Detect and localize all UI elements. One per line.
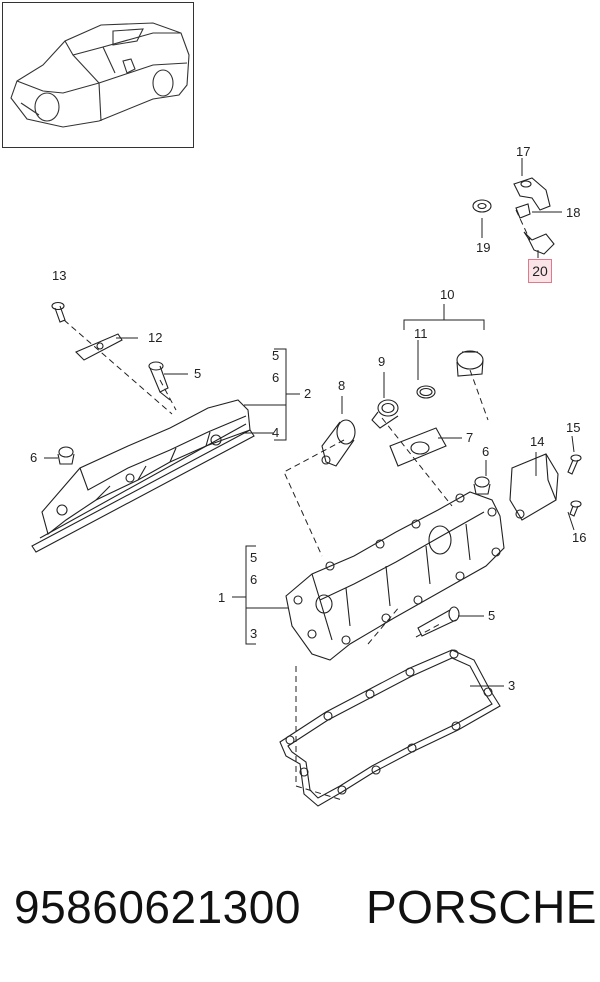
callout-2: 2 [304,386,311,401]
sensor-assembly [472,177,555,255]
bolt-5-lower [417,606,460,637]
callout-3-gasket: 3 [508,678,515,693]
callout-11: 11 [414,326,428,341]
callout-6-upper-bracket: 6 [272,370,279,385]
callout-19: 19 [476,240,490,255]
bolt-13 [51,301,66,323]
bracket-17 [513,177,551,211]
valve-cover-2 [41,399,251,535]
callout-12: 12 [148,330,162,345]
vehicle-thumbnail [2,2,194,148]
screw-16 [569,500,582,517]
callout-5-bolt: 5 [194,366,201,381]
callout-5-upper-bracket: 5 [272,348,279,363]
callout-6-grommet: 6 [30,450,37,465]
bracket-12 [75,333,123,361]
callout-20-highlight[interactable]: 20 [528,259,552,283]
callout-5-lower-bracket: 5 [250,550,257,565]
callout-8: 8 [338,378,345,393]
screw-15 [567,454,582,475]
part-number: 95860621300 [14,881,301,933]
oring-11 [416,385,436,399]
valve-cover-1 [285,491,505,661]
part-9 [371,399,399,429]
grommet-6 [57,446,75,465]
callout-14: 14 [530,434,544,449]
callout-9: 9 [378,354,385,369]
callout-6-right: 6 [482,444,489,459]
callout-6-lower-bracket: 6 [250,572,257,587]
nut-18 [515,203,531,219]
callout-1: 1 [218,590,225,605]
brand-name: PORSCHE [366,881,597,933]
part-8 [321,419,356,467]
gasket-3 [279,649,501,807]
callout-13: 13 [52,268,66,283]
callout-18: 18 [566,205,580,220]
callout-10: 10 [440,287,454,302]
callout-15: 15 [566,420,580,435]
gasket-4 [31,423,255,553]
callout-4: 4 [272,425,279,440]
bracket-14 [509,453,559,521]
callout-7: 7 [466,430,473,445]
footer: 95860621300 PORSCHE [0,868,600,948]
alignment-lines [63,209,531,801]
callout-5-lower-bolt: 5 [488,608,495,623]
gasket-7 [389,427,447,467]
cap-10 [456,350,484,377]
bolt-5-upper [148,361,171,401]
callout-16: 16 [572,530,586,545]
callout-3-bracket: 3 [250,626,257,641]
callout-17: 17 [516,144,530,159]
car-illustration [10,22,190,128]
sensor-20 [523,231,555,255]
grommet-6-right [473,476,491,495]
washer-19 [472,199,492,213]
bracket-1 [245,545,256,645]
